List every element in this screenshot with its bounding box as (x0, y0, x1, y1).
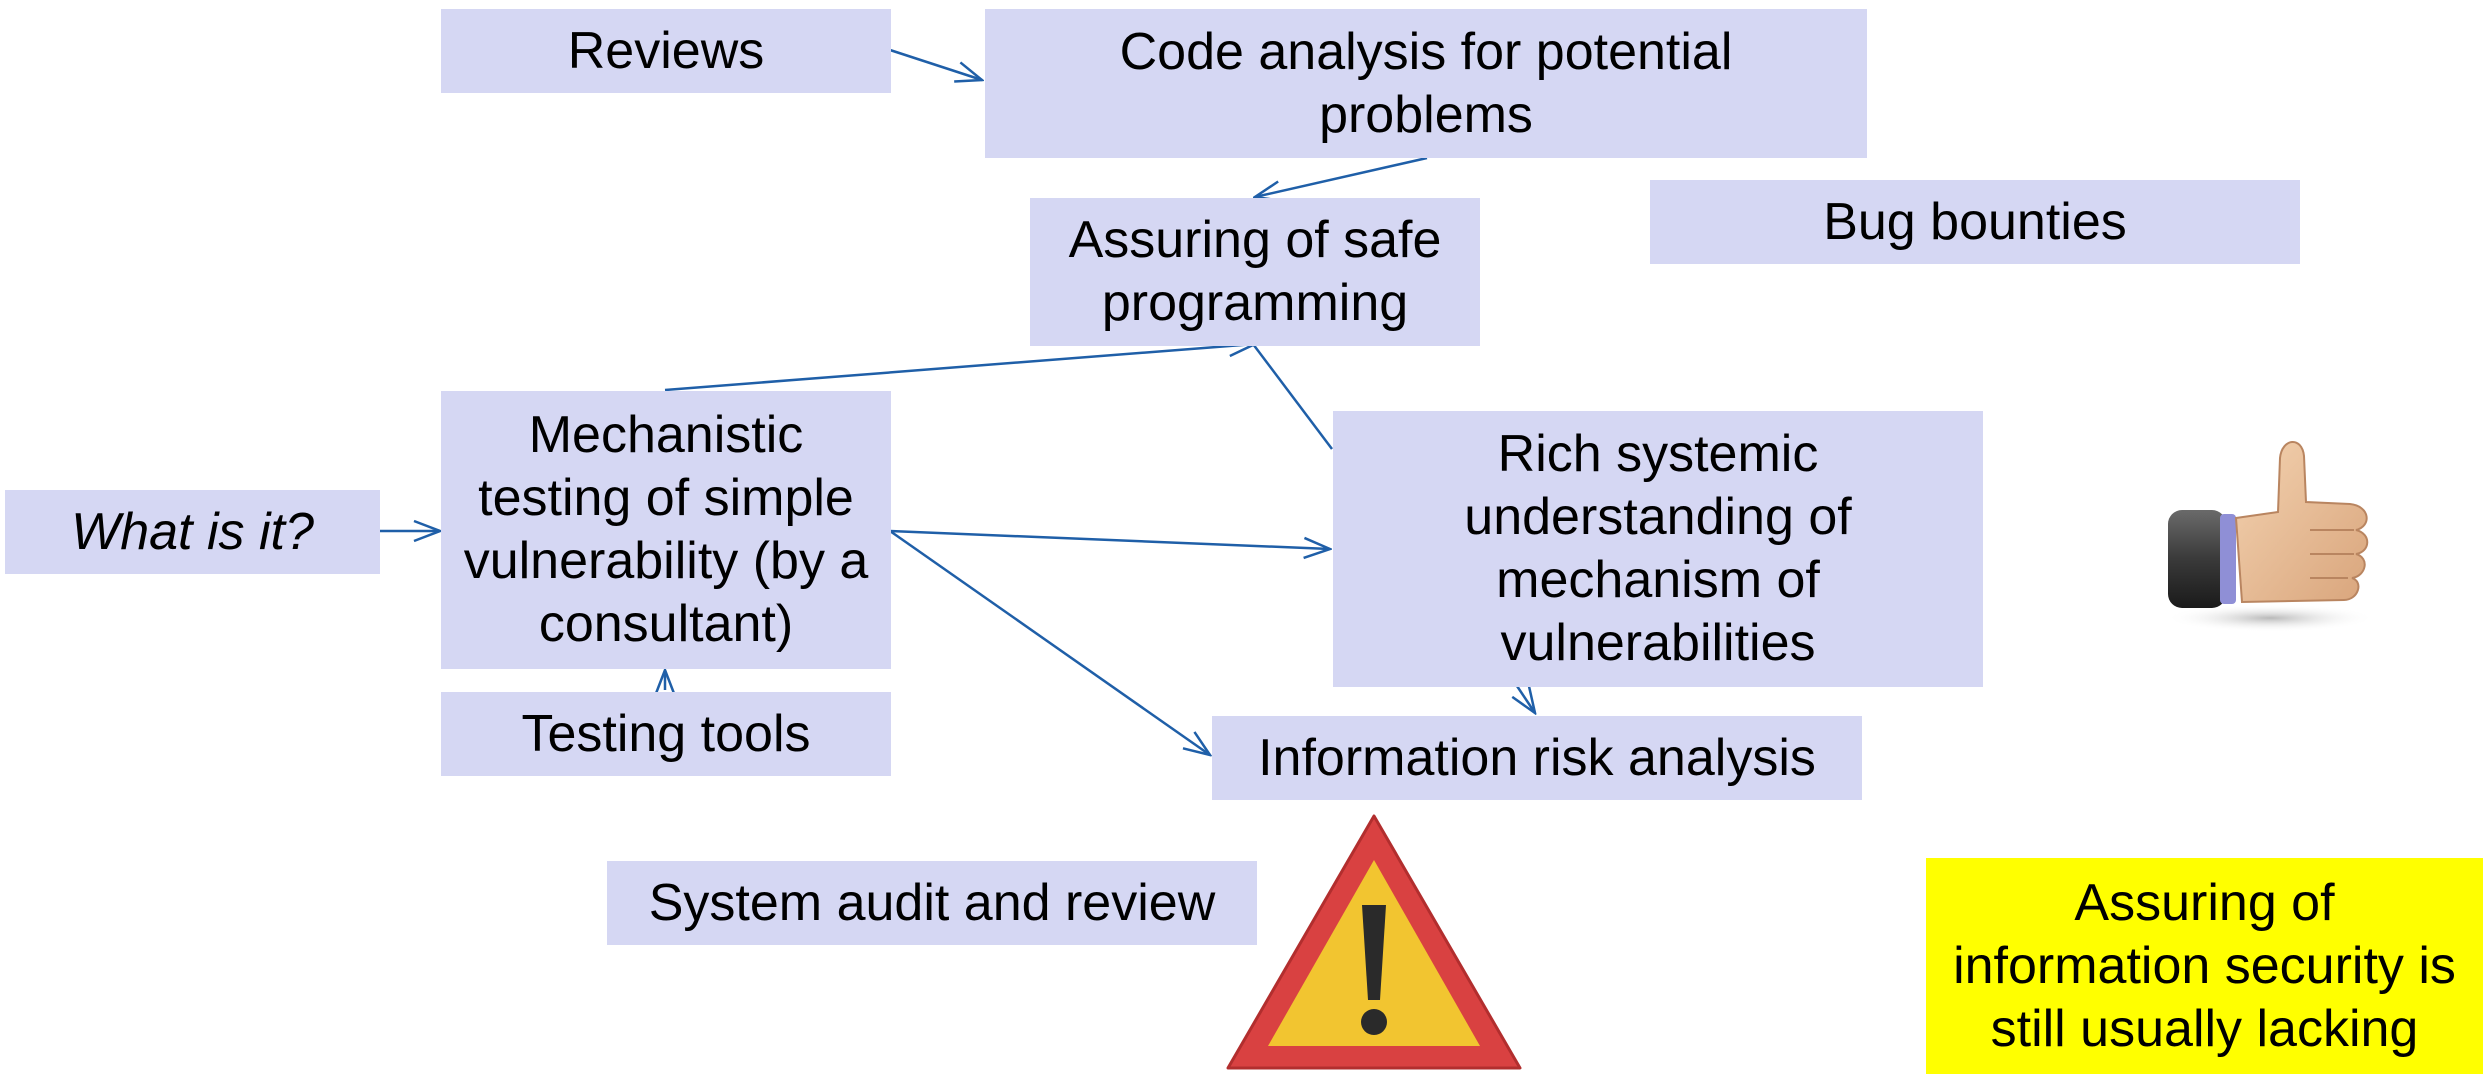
thumbs-up-icon (2165, 441, 2375, 632)
arrow-rich-systemic-to-risk-analysis (1517, 685, 1535, 713)
rich-systemic-label: Rich systemic understanding of mechanism… (1464, 425, 1852, 672)
testing-tools-box: Testing tools (441, 692, 891, 776)
arrow-mechanistic-to-safe-programming (664, 344, 1255, 392)
info-security-box: Assuring of information security is stil… (1926, 858, 2483, 1074)
bug-bounties-box: Bug bounties (1650, 180, 2300, 264)
reviews-box: Reviews (441, 9, 891, 93)
arrow-reviews-to-code-analysis (889, 48, 982, 80)
mechanistic-testing-label: Mechanistic testing of simple vulnerabil… (463, 406, 869, 653)
warning-triangle-icon (1226, 814, 1522, 1070)
system-audit-box: System audit and review (607, 861, 1257, 945)
info-security-label: Assuring of information security is stil… (1953, 873, 2456, 1058)
what-is-it-label: What is it? (71, 502, 314, 561)
what-is-it-box: What is it? (5, 490, 380, 574)
arrow-mechanistic-to-risk-analysis (889, 529, 1210, 755)
code-analysis-box: Code analysis for potential problems (985, 9, 1867, 158)
risk-analysis-label: Information risk analysis (1258, 728, 1816, 787)
system-audit-label: System audit and review (648, 873, 1216, 932)
risk-analysis-box: Information risk analysis (1212, 716, 1862, 800)
mechanistic-testing-box: Mechanistic testing of simple vulnerabil… (441, 391, 891, 669)
arrow-code-analysis-to-safe-programming (1255, 156, 1428, 197)
reviews-label: Reviews (567, 21, 765, 80)
code-analysis-label: Code analysis for potential problems (1119, 22, 1733, 144)
rich-systemic-box: Rich systemic understanding of mechanism… (1333, 411, 1983, 687)
bug-bounties-label: Bug bounties (1823, 192, 2127, 251)
safe-programming-box: Assuring of safe programming (1030, 198, 1480, 346)
safe-programming-label: Assuring of safe programming (1068, 211, 1442, 332)
arrow-mechanistic-to-rich-systemic (889, 529, 1330, 549)
line-safe-programming-to-rich-systemic (1252, 343, 1333, 450)
testing-tools-label: Testing tools (521, 704, 811, 763)
